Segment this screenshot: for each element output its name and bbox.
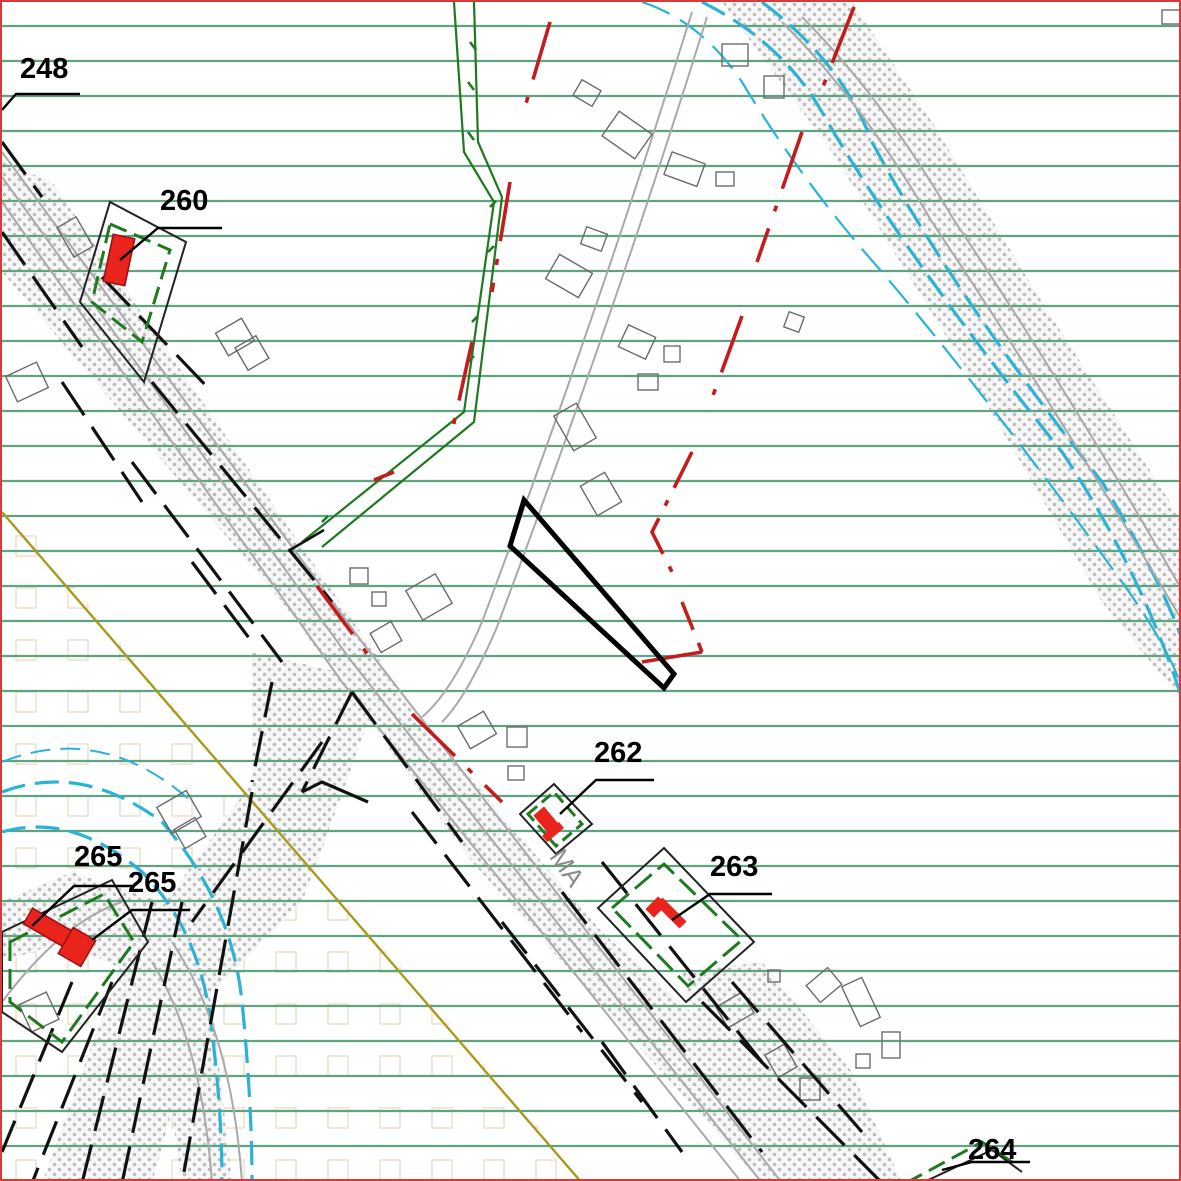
label-263: 263 <box>710 851 758 883</box>
label-leaders <box>2 92 1030 1172</box>
parcel-labels: 248 260 262 263 264 265 265 MA <box>20 53 1016 1166</box>
conservation-boundary <box>301 2 504 548</box>
monument-264[interactable] <box>906 1140 1023 1181</box>
label-260: 260 <box>160 185 208 217</box>
subject-parcel-outline[interactable] <box>507 494 678 692</box>
monument-260[interactable] <box>78 200 188 385</box>
building-outlines <box>4 9 1179 1101</box>
conservation-boundary-dark <box>289 528 325 552</box>
olive-boundary-line <box>2 511 581 1179</box>
label-264: 264 <box>968 1134 1016 1166</box>
monument-262[interactable] <box>518 782 594 856</box>
label-248: 248 <box>20 53 68 85</box>
red-boundary-lines <box>315 6 856 804</box>
label-262: 262 <box>594 737 642 769</box>
roads <box>2 11 1179 1179</box>
label-265-b: 265 <box>128 867 176 899</box>
monument-263[interactable] <box>596 846 756 1004</box>
monument-icon <box>102 233 136 287</box>
label-265-a: 265 <box>74 841 122 873</box>
protection-zone-lines <box>2 141 881 1179</box>
